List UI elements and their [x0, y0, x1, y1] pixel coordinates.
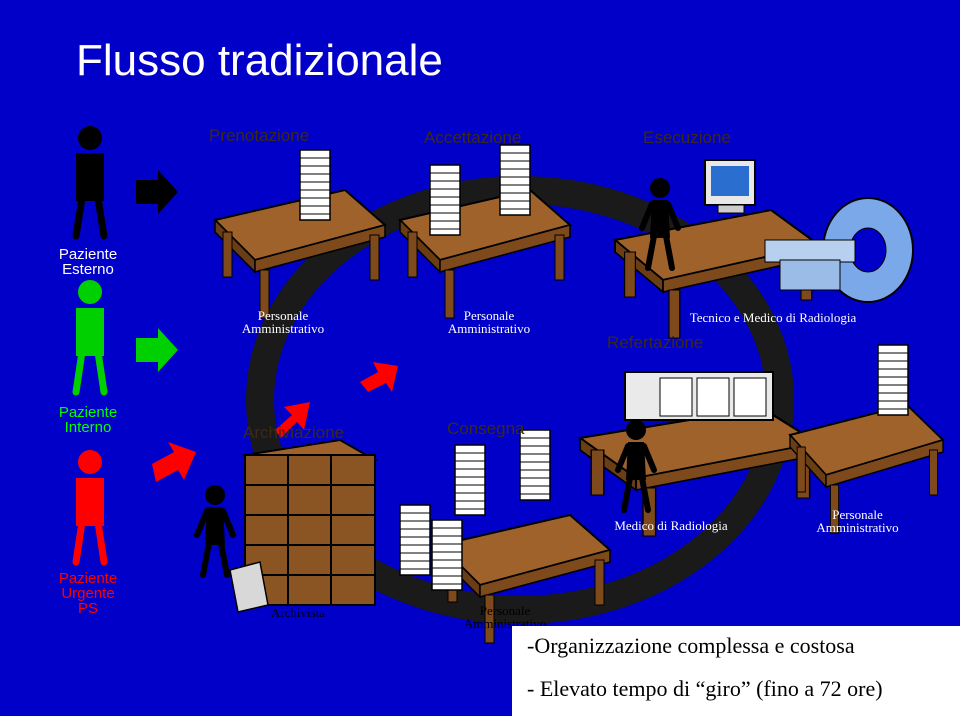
- lightbox-icon: [624, 371, 774, 421]
- arrow-urgente-icon: [360, 362, 398, 392]
- role-archivista: Archivista: [270, 605, 326, 620]
- step-refertazione: Refertazione: [607, 333, 704, 352]
- step-archiviazione: Archiviazione: [243, 423, 345, 442]
- desk-refertazione: [578, 406, 820, 538]
- bullet-tempo-giro: - Elevato tempo di “giro” (fino a 72 ore…: [527, 676, 883, 701]
- archive-shelf-icon: [242, 438, 378, 606]
- patient-interno-figure: [72, 280, 108, 396]
- step-consegna: Consegna: [447, 419, 525, 438]
- role-personale-consegna: Personale Amministrativo: [816, 507, 899, 535]
- role-medico: Medico di Radiologia: [614, 518, 728, 533]
- role-tecnico-medico: Tecnico e Medico di Radiologia: [689, 310, 857, 325]
- arrow-interno-icon: [136, 328, 178, 372]
- document-stack-icon: [299, 149, 331, 221]
- document-stack-icon: [399, 504, 431, 576]
- document-stack-icon: [877, 344, 909, 416]
- document-stack-icon: [431, 519, 463, 591]
- role-personale-accettazione: Personale Amministrativo: [447, 308, 531, 336]
- patient-urgente-label: Paziente Urgente PS: [58, 570, 118, 617]
- monitor-icon: [704, 159, 756, 214]
- document-stack-icon: [519, 429, 551, 501]
- document-stack-icon: [429, 164, 461, 236]
- patient-esterno-figure: [72, 126, 108, 240]
- arrow-urgente-icon: [152, 442, 196, 482]
- arrow-esterno-icon: [136, 170, 178, 214]
- document-stack-icon: [454, 444, 486, 516]
- patient-esterno-label: Paziente Esterno: [58, 246, 118, 278]
- step-esecuzione: Esecuzione: [643, 128, 731, 147]
- bullet-organizzazione: -Organizzazione complessa e costosa: [527, 633, 855, 658]
- role-personale-prenotazione: Personale Amministrativo: [241, 308, 325, 336]
- document-stack-icon: [499, 144, 531, 216]
- patient-interno-label: Paziente Interno: [58, 404, 118, 436]
- paper-bundle-icon: [229, 561, 269, 613]
- ct-scanner-icon: [764, 197, 914, 303]
- slide-title: Flusso tradizionale: [76, 36, 443, 85]
- patient-urgente-figure: [72, 450, 108, 566]
- step-prenotazione: Prenotazione: [209, 126, 310, 145]
- arrow-urgente-icon: [275, 402, 310, 438]
- archivist-figure: [197, 485, 233, 575]
- notes-box: [512, 626, 960, 716]
- step-accettazione: Accettazione: [424, 128, 522, 147]
